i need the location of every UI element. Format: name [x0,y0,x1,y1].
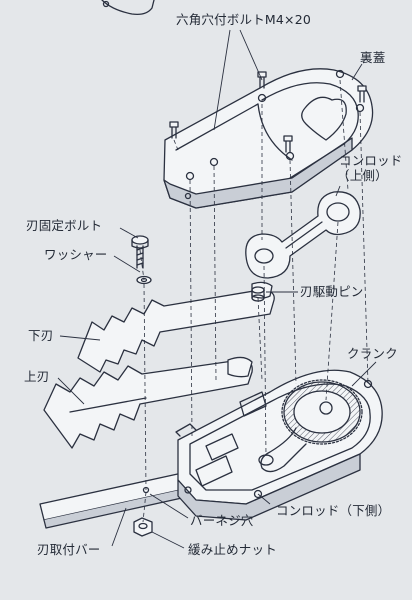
label-conrod-upper-line1: コンロッド [339,153,403,168]
label-conrod-upper: コンロッド （上側） [337,153,403,183]
back-cover [163,68,374,209]
label-hex-bolt: 六角穴付ボルトM4×20 [176,12,312,27]
label-bar-screw-hole: バーネジ穴 [190,513,254,528]
label-locknut: 緩み止めナット [188,542,277,557]
label-washer: ワッシャー [44,247,108,262]
label-upper-blade: 上刃 [24,369,50,384]
leader-lines [57,29,377,549]
partial-part-top [101,0,155,16]
connecting-rod-upper [245,191,361,279]
label-blade-mount-bar: 刃取付バー [37,542,101,557]
alignment-lines [139,79,369,523]
label-conrod-upper-line2: （上側） [337,168,388,183]
label-blade-fix-bolt: 刃固定ボルト [26,218,103,233]
lower-blade [77,281,275,373]
blade-mount-bar [39,469,201,529]
hex-socket-bolts [169,71,367,153]
label-lower-blade: 下刃 [28,328,54,343]
gear-case [175,369,383,521]
label-back-cover: 裏蓋 [360,50,386,65]
label-conrod-lower: コンロッド（下側） [276,503,391,518]
label-crank: クランク [347,346,398,361]
upper-blade [43,356,253,449]
label-blade-drive-pin: 刃駆動ピン [300,284,364,299]
